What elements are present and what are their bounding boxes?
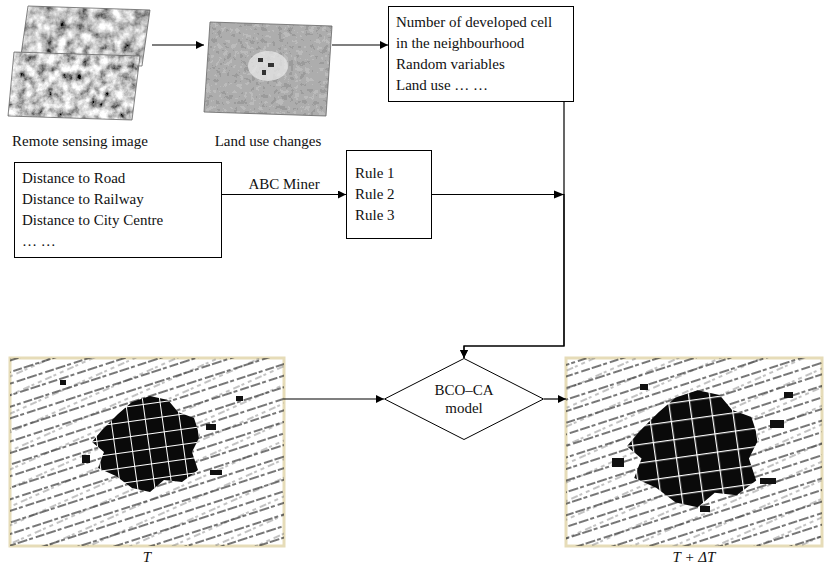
box-text: Number of developed cell in the neighbou… (396, 12, 566, 54)
urban-patch (640, 384, 648, 390)
urban-patch (236, 396, 243, 401)
urban-patch (268, 63, 274, 67)
urban-patch (770, 420, 784, 428)
urban-patch (210, 470, 222, 475)
urban-patch (258, 58, 263, 62)
box-text: … … (22, 231, 214, 252)
field-lines (566, 358, 822, 546)
field-lines (10, 358, 284, 546)
image-outline (8, 52, 140, 120)
image-caption: T + ΔT (673, 548, 716, 566)
urban-area (627, 390, 759, 507)
image-texture (190, 10, 350, 130)
field-lines (10, 358, 284, 546)
box-text: Distance to Road (22, 168, 214, 189)
city-map-t (10, 358, 284, 546)
urban-patch (206, 424, 216, 430)
urban-patch (612, 458, 624, 467)
process-box: Rule 1Rule 2Rule 3 (346, 150, 432, 239)
image-texture (0, 0, 200, 140)
map-frame (566, 358, 822, 546)
connector-arrow (152, 44, 204, 45)
image-caption: Land use changes (215, 132, 322, 150)
connector-arrow (332, 44, 388, 45)
connector-arrow (544, 398, 566, 399)
box-text: Land use … … (396, 75, 566, 96)
urban-patch (700, 506, 710, 512)
process-box: Number of developed cell in the neighbou… (388, 6, 574, 102)
land-use-image (190, 10, 350, 130)
urban-patch (784, 392, 793, 398)
diamond-text-area: BCO–CA model (384, 358, 544, 440)
box-text: Random variables (396, 54, 566, 75)
image-caption: T (143, 548, 151, 566)
box-text: Rule 1 (355, 163, 423, 184)
connector-arrow (464, 102, 564, 358)
diamond-shape (385, 359, 544, 440)
decision-diamond: BCO–CA model (384, 358, 544, 440)
box-text: BCO–CA model (428, 381, 500, 417)
box-text: Rule 2 (355, 184, 423, 205)
box-text: Distance to Railway (22, 189, 214, 210)
urban-patch (262, 70, 266, 75)
urban-patch (248, 51, 288, 81)
image-panel: Remote sensing image (8, 4, 152, 122)
image-texture (0, 0, 200, 140)
city-map-t-plus (566, 358, 822, 546)
remote-sensing-image (0, 0, 200, 140)
image-caption: Remote sensing image (12, 132, 148, 150)
urban-patch (82, 455, 90, 463)
urban-area (92, 396, 200, 492)
urban-patch (60, 380, 66, 385)
connector-arrow (432, 195, 564, 359)
process-box: Distance to RoadDistance to RailwayDista… (14, 162, 222, 258)
edge-label: ABC Miner (246, 175, 321, 193)
diamond-outline (384, 358, 544, 440)
image-panel: T (10, 358, 284, 546)
box-text: Distance to City Centre (22, 210, 214, 231)
connector-arrow (284, 398, 384, 399)
connector-arrow (222, 194, 346, 195)
image-outline (204, 22, 332, 116)
field-lines (566, 358, 822, 546)
image-panel: Land use changes (204, 20, 332, 116)
junction-arrowhead (554, 191, 564, 199)
image-panel: T + ΔT (566, 358, 822, 546)
box-text: Rule 3 (355, 205, 423, 226)
map-frame (10, 358, 284, 546)
urban-patch (760, 478, 776, 484)
